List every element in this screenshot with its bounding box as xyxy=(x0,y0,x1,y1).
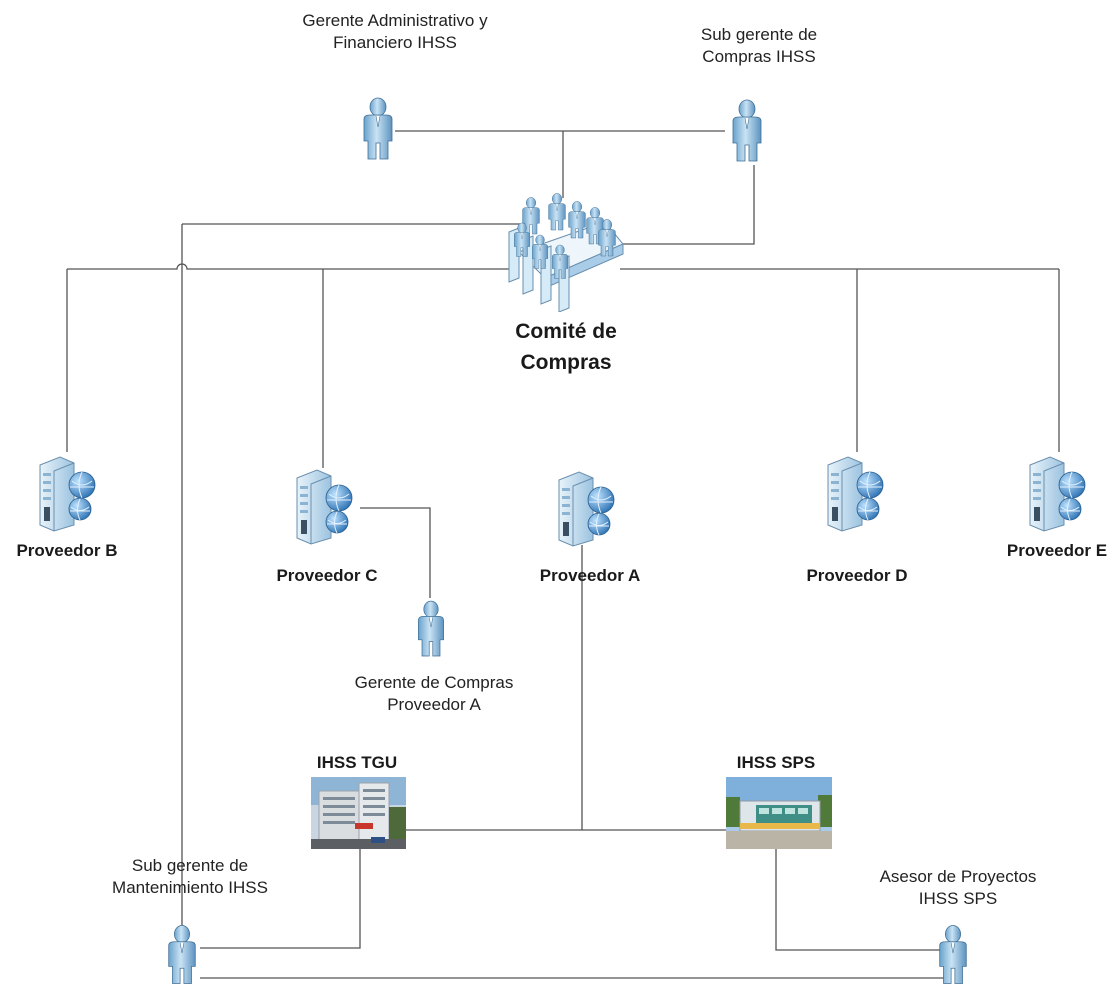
meeting-icon xyxy=(508,193,624,312)
asesor-line1: Asesor de Proyectos xyxy=(879,867,1037,886)
gerente-compras-line1: Gerente de Compras xyxy=(354,673,514,692)
line-tgu-mantenimiento xyxy=(200,848,361,949)
proveedor-c-label: Proveedor C xyxy=(276,566,378,585)
person-icon xyxy=(727,98,767,164)
sub-mantenimiento-label: Sub gerente de Mantenimiento IHSS xyxy=(112,855,268,899)
proveedor-d-label: Proveedor D xyxy=(806,566,908,585)
person-icon xyxy=(934,924,972,986)
gerente-compras-prov-a-label: Gerente de Compras Proveedor A xyxy=(355,672,514,716)
proveedor-b-label: Proveedor B xyxy=(16,541,118,560)
gerente-admin-line2: Financiero IHSS xyxy=(333,33,457,52)
person-icon xyxy=(358,96,398,162)
ihss-tgu-label: IHSS TGU xyxy=(316,753,398,772)
sub-compras-label: Sub gerente de Compras IHSS xyxy=(701,24,817,68)
sub-mantenimiento-line1: Sub gerente de xyxy=(131,856,249,875)
ihss-sps-label: IHSS SPS xyxy=(736,753,816,772)
building-photo xyxy=(726,777,832,849)
committee-label: Comité de Compras xyxy=(515,316,617,378)
building-photo xyxy=(311,777,406,849)
asesor-proyectos-label: Asesor de Proyectos IHSS SPS xyxy=(880,866,1037,910)
sub-compras-line1: Sub gerente de xyxy=(700,25,818,44)
asesor-line2: IHSS SPS xyxy=(918,889,998,908)
sub-mantenimiento-line2: Mantenimiento IHSS xyxy=(112,878,268,897)
gerente-compras-line2: Proveedor A xyxy=(387,695,481,714)
server-globe-icon xyxy=(818,455,890,533)
line-sps-asesor xyxy=(775,848,940,951)
proveedor-a-label: Proveedor A xyxy=(539,566,641,585)
server-globe-icon xyxy=(287,468,359,546)
committee-line1: Comité de xyxy=(515,320,617,343)
line-provc-gerente xyxy=(360,507,431,598)
server-globe-icon xyxy=(549,470,621,548)
gerente-admin-label: Gerente Administrativo y Financiero IHSS xyxy=(302,10,487,54)
line-providers-left xyxy=(67,263,510,270)
person-icon xyxy=(163,924,201,986)
sub-compras-line2: Compras IHSS xyxy=(702,47,816,66)
line-subcompras-committee xyxy=(618,165,755,245)
committee-line2: Compras xyxy=(520,351,612,374)
person-icon xyxy=(413,598,449,660)
server-globe-icon xyxy=(1020,455,1092,533)
gerente-admin-line1: Gerente Administrativo y xyxy=(302,11,488,30)
server-globe-icon xyxy=(30,455,102,533)
proveedor-e-label: Proveedor E xyxy=(1006,541,1108,560)
